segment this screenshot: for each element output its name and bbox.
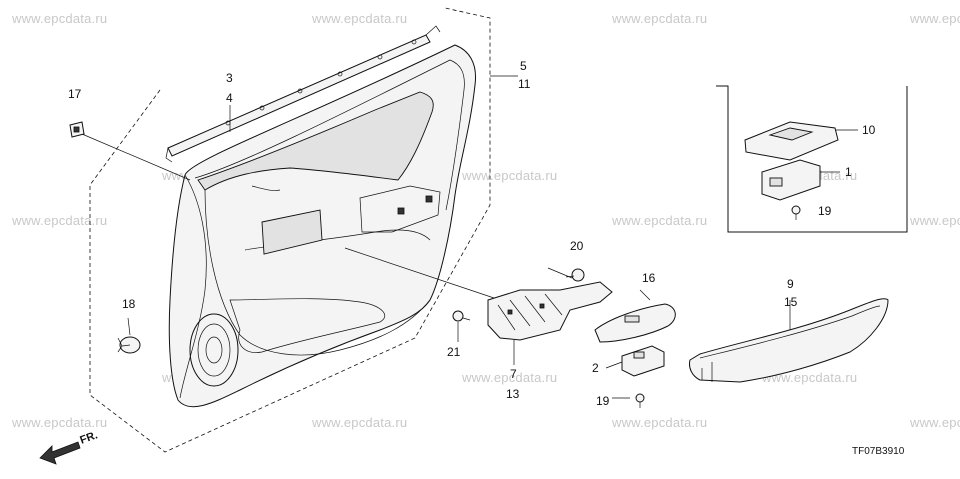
part-number-5: 5 bbox=[520, 59, 527, 73]
part-17-clip bbox=[69, 121, 85, 138]
door-lining-assembly bbox=[168, 44, 477, 408]
watermark: www.epcdata.ru bbox=[910, 213, 960, 228]
part-number-10: 10 bbox=[862, 123, 876, 137]
watermark: www.epcdata.ru bbox=[612, 11, 708, 26]
part-21-screw bbox=[452, 310, 471, 322]
watermark: www.epcdata.ru bbox=[462, 168, 558, 183]
part-number-4: 4 bbox=[226, 91, 233, 105]
part-number-9: 9 bbox=[787, 277, 794, 291]
watermark: www.epcdata.ru bbox=[312, 415, 408, 430]
part-number-17: 17 bbox=[68, 87, 82, 101]
watermark: www.epcdata.ru bbox=[612, 213, 708, 228]
detail-inset bbox=[716, 85, 908, 233]
watermark: www.epcdata.ru bbox=[462, 370, 558, 385]
part-number-20: 20 bbox=[570, 239, 584, 253]
part-number-18: 18 bbox=[122, 297, 136, 311]
part-number-13: 13 bbox=[506, 387, 520, 401]
watermark: www.epcdata.ru bbox=[12, 415, 108, 430]
watermark: www.epcdata.ru bbox=[12, 213, 108, 228]
part-number-7: 7 bbox=[510, 367, 517, 381]
part-18-retainer bbox=[117, 336, 141, 354]
part-number-1: 1 bbox=[845, 165, 852, 179]
watermark: www.epcdata.ru bbox=[762, 370, 858, 385]
watermark: www.epcdata.ru bbox=[12, 11, 108, 26]
part-20-screw bbox=[565, 268, 585, 282]
part-number-16: 16 bbox=[642, 271, 656, 285]
part-7-bracket bbox=[487, 281, 613, 341]
front-direction-arrow bbox=[39, 441, 81, 465]
part-number-21: 21 bbox=[447, 345, 461, 359]
watermark: www.epcdata.ru bbox=[312, 11, 408, 26]
watermark: www.epcdata.ru bbox=[612, 415, 708, 430]
part-19-screw bbox=[635, 393, 645, 408]
part-number-3: 3 bbox=[226, 71, 233, 85]
part-16-cover bbox=[594, 303, 676, 343]
leader-lines bbox=[81, 75, 858, 399]
part-number-19-lower: 19 bbox=[596, 394, 610, 408]
part-2-switch bbox=[621, 345, 665, 377]
part-number-15: 15 bbox=[784, 295, 798, 309]
part-number-2: 2 bbox=[592, 361, 599, 375]
part-9-armrest bbox=[689, 298, 889, 383]
part-number-19-inset: 19 bbox=[818, 204, 832, 218]
watermark: www.epcdata.ru bbox=[910, 415, 960, 430]
diagram-code: TF07B3910 bbox=[852, 446, 905, 457]
part-number-11: 11 bbox=[518, 77, 531, 91]
sash-weatherstrip bbox=[165, 25, 441, 163]
watermark: www.epcdata.ru bbox=[910, 11, 960, 26]
